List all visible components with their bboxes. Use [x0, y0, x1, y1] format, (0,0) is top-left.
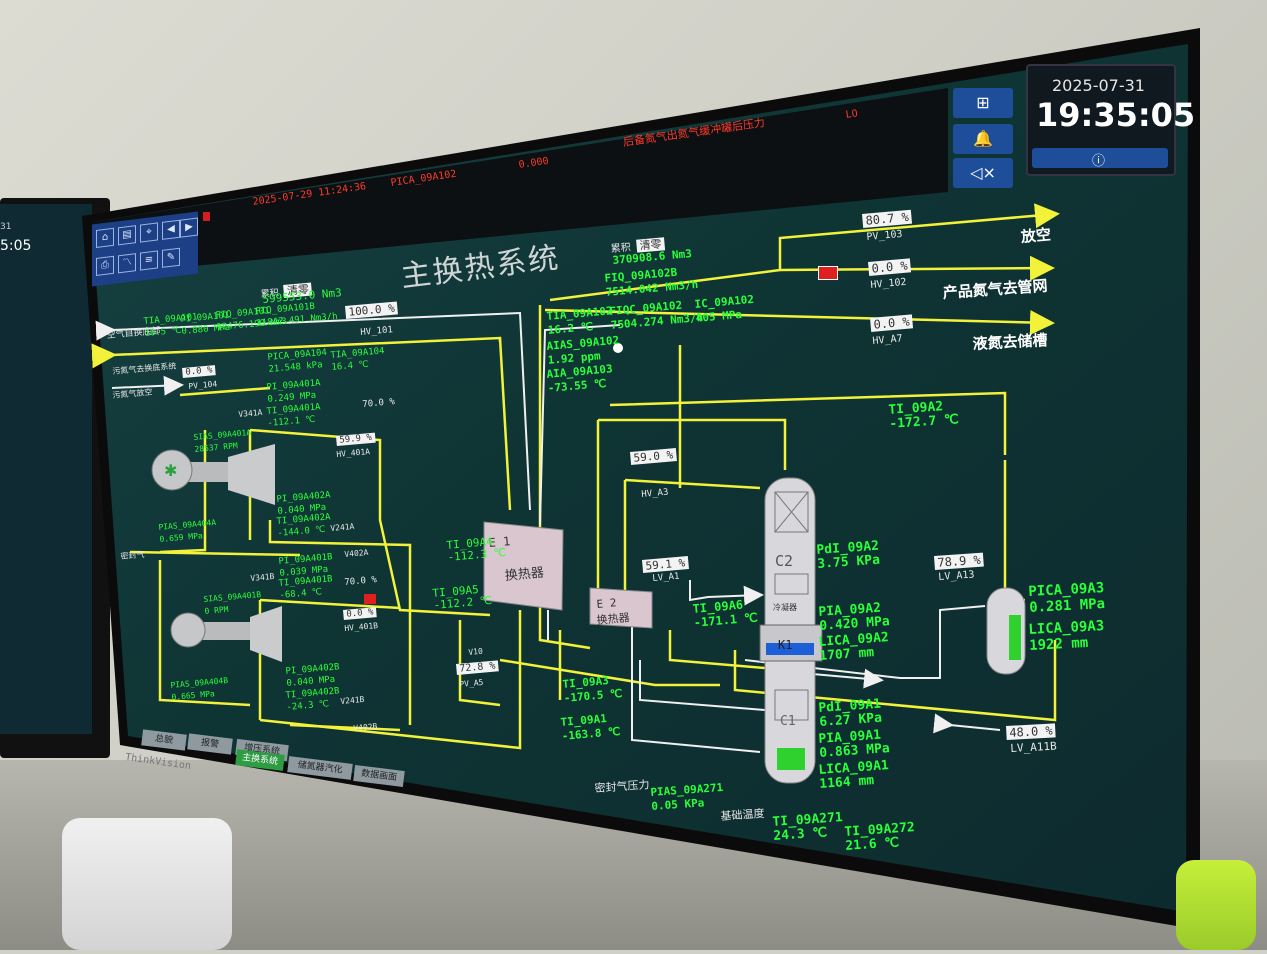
compressor-b-graphic: [170, 606, 282, 662]
tab-5[interactable]: 储氮器汽化: [287, 756, 353, 780]
left-monitor-time: 5:05: [0, 238, 32, 254]
info-button[interactable]: ⓘ: [1032, 148, 1168, 169]
condenser-label: 冷凝器: [773, 603, 797, 612]
alarm-indicator: [203, 212, 210, 221]
svg-text:✱: ✱: [164, 461, 177, 480]
bell-icon: 🔔: [973, 129, 993, 148]
network-button[interactable]: ⊞: [953, 88, 1013, 118]
tab-1[interactable]: 总貌: [141, 729, 187, 751]
left-monitor: 31 5:05: [0, 198, 110, 758]
left-monitor-date: 31: [0, 222, 12, 232]
speaker-mute-icon: ◁×: [970, 163, 996, 182]
tab-2[interactable]: 报警: [187, 733, 233, 755]
hv401b-alarm-flag: [364, 594, 376, 604]
column-c2-tag[interactable]: C2: [775, 552, 794, 570]
bell-button[interactable]: 🔔: [953, 124, 1013, 154]
info-icon: ⓘ: [1092, 154, 1106, 169]
tab-6[interactable]: 数据画面: [353, 765, 405, 787]
green-bottle: [1176, 860, 1256, 950]
compressor-a-graphic: ✱: [151, 444, 275, 505]
column-c1-tag[interactable]: C1: [780, 714, 796, 729]
network-icon: ⊞: [976, 93, 990, 112]
mute-button[interactable]: ◁×: [953, 158, 1013, 188]
clock-panel: 2025-07-31 19:35:05 ⓘ: [1026, 64, 1195, 176]
water-bottle: [62, 818, 232, 950]
condenser-k1-tag[interactable]: K1: [778, 638, 793, 652]
clock-time: 19:35:05: [1036, 96, 1196, 134]
hv102-alarm-flag: [818, 266, 838, 280]
clock-date: 2025-07-31: [1052, 76, 1145, 95]
left-monitor-screen: 31 5:05: [0, 204, 92, 734]
